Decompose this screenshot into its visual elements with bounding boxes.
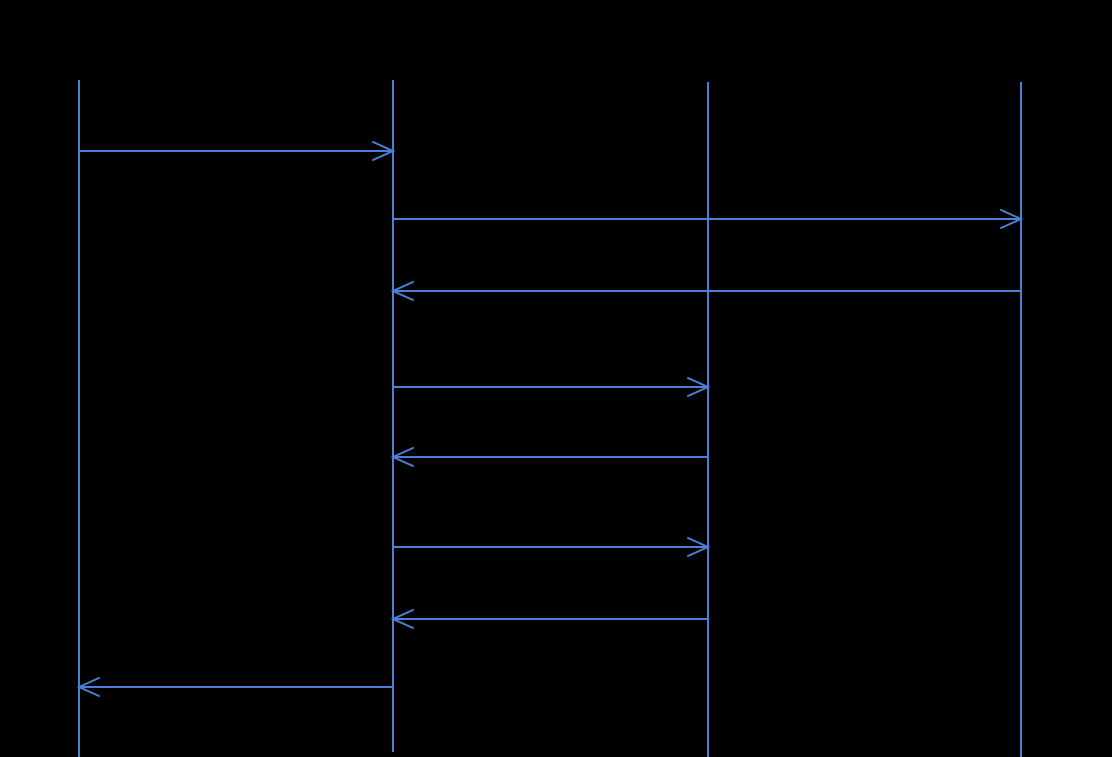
message-2 [393, 209, 1024, 229]
message-1 [79, 141, 396, 161]
message-4 [393, 377, 711, 397]
message-5 [390, 447, 708, 467]
message-arrowhead-2 [1000, 209, 1024, 229]
message-6 [393, 537, 711, 557]
message-arrowhead-1 [372, 141, 396, 161]
message-arrowhead-6 [687, 537, 711, 557]
message-7 [390, 609, 708, 629]
message-group [76, 141, 1024, 697]
message-3 [390, 281, 1021, 301]
message-arrowhead-8 [76, 677, 100, 697]
message-arrowhead-7 [390, 609, 414, 629]
message-arrowhead-3 [390, 281, 414, 301]
lifeline-group [78, 80, 1022, 757]
message-arrowhead-5 [390, 447, 414, 467]
message-arrowhead-4 [687, 377, 711, 397]
message-8 [76, 677, 393, 697]
